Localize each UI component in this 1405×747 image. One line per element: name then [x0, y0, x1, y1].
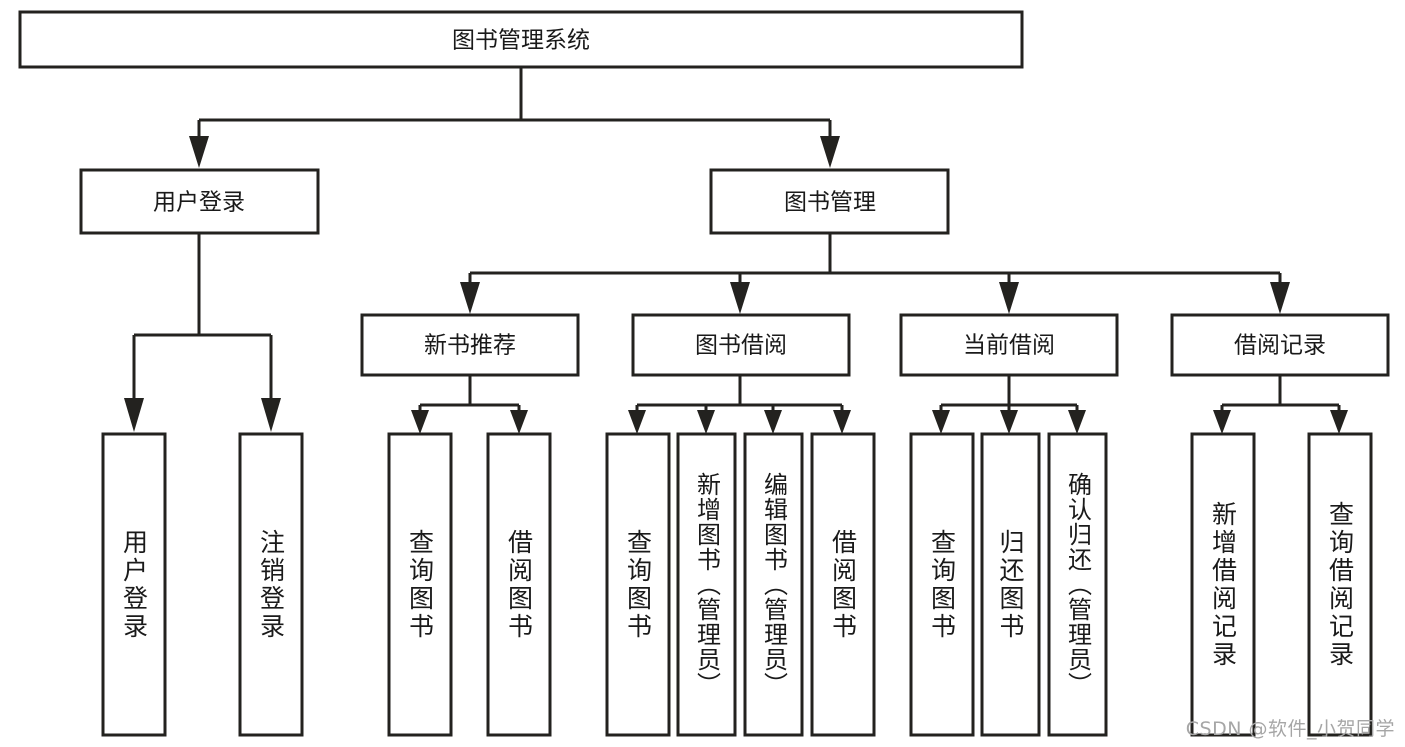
node-user-login-label: 用户登录	[153, 190, 245, 216]
node-book-borrow-box[interactable]	[631, 313, 851, 377]
node-current-borrow-label: 当前借阅	[963, 333, 1055, 359]
arrow-head-new-book-recommend	[460, 282, 480, 314]
arrow-head-leaf-confirm-return	[1068, 410, 1086, 434]
arrow-head-leaf-query-book-2	[628, 410, 646, 434]
arrow-head-leaf-borrow-book-1	[510, 410, 528, 434]
arrow-head-borrow-record	[1270, 282, 1290, 314]
arrow-head-leaf-edit-book	[764, 410, 782, 434]
node-book-manage-label: 图书管理	[784, 190, 876, 216]
node-leaf-return-book-box[interactable]	[980, 432, 1041, 737]
arrow-head-leaf-user-login	[124, 398, 144, 432]
node-book-manage[interactable]: 图书管理	[709, 168, 950, 235]
node-book-borrow[interactable]: 图书借阅	[631, 313, 851, 377]
connector-group-new-book-recommend	[411, 375, 528, 434]
node-leaf-edit-book-box[interactable]	[743, 432, 804, 737]
arrow-head-current-borrow	[999, 282, 1019, 314]
node-leaf-borrow-book-1-box[interactable]	[486, 432, 552, 737]
arrow-head-leaf-query-book-3	[932, 410, 950, 434]
node-current-borrow-box[interactable]	[899, 313, 1119, 377]
arrow-head-leaf-add-book	[697, 410, 715, 434]
node-root-box[interactable]	[18, 10, 1024, 69]
node-user-login[interactable]: 用户登录	[79, 168, 320, 235]
node-leaf-query-book-3-box[interactable]	[909, 432, 975, 737]
node-leaf-logout-login-box[interactable]	[238, 432, 304, 737]
node-leaf-query-record-box[interactable]	[1307, 432, 1373, 737]
arrow-head-book-borrow	[730, 282, 750, 314]
node-leaf-add-record-box[interactable]	[1190, 432, 1256, 737]
arrow-head-leaf-borrow-book-2	[833, 410, 851, 434]
node-leaf-query-book-1-box[interactable]	[387, 432, 453, 737]
arrow-head-leaf-add-record	[1213, 410, 1231, 434]
node-borrow-record-box[interactable]	[1170, 313, 1390, 377]
connector-group-book-borrow	[628, 375, 851, 434]
node-leaf-user-login-box[interactable]	[101, 432, 167, 737]
node-book-borrow-label: 图书借阅	[695, 333, 787, 359]
connector-group-current-borrow	[932, 375, 1086, 434]
node-root[interactable]: 图书管理系统	[18, 10, 1024, 69]
arrow-head-leaf-logout-login	[261, 398, 281, 432]
node-borrow-record[interactable]: 借阅记录	[1170, 313, 1390, 377]
leaf-boxes	[101, 432, 1373, 737]
arrow-head-user-login	[189, 136, 209, 168]
node-new-book-recommend[interactable]: 新书推荐	[360, 313, 580, 377]
connector-group-root	[189, 68, 840, 168]
node-new-book-recommend-box[interactable]	[360, 313, 580, 377]
node-user-login-box[interactable]	[79, 168, 320, 235]
connector-group-borrow-record	[1213, 375, 1348, 434]
arrow-head-leaf-query-record	[1330, 410, 1348, 434]
arrow-head-book-manage	[820, 136, 840, 168]
arrow-head-leaf-return-book	[1000, 410, 1018, 434]
node-current-borrow[interactable]: 当前借阅	[899, 313, 1119, 377]
connector-group-user-login	[124, 233, 281, 432]
node-new-book-recommend-label: 新书推荐	[424, 333, 516, 359]
arrow-head-leaf-query-book-1	[411, 410, 429, 434]
node-leaf-borrow-book-2-box[interactable]	[810, 432, 876, 737]
node-leaf-confirm-return-box[interactable]	[1047, 432, 1108, 737]
connector-group-book-manage	[460, 233, 1290, 314]
node-root-label: 图书管理系统	[452, 28, 590, 54]
node-borrow-record-label: 借阅记录	[1234, 333, 1326, 359]
node-leaf-add-book-box[interactable]	[676, 432, 737, 737]
watermark-text: CSDN @软件_小贺同学	[1185, 718, 1395, 740]
node-leaf-query-book-2-box[interactable]	[605, 432, 671, 737]
node-book-manage-box[interactable]	[709, 168, 950, 235]
